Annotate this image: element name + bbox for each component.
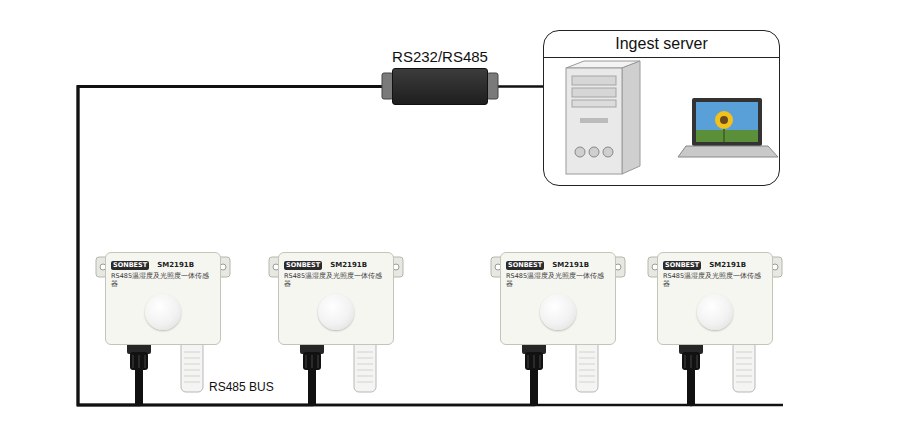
product-name: RS485温湿度及光照度一体传感器 — [284, 272, 388, 288]
product-name: RS485温湿度及光照度一体传感器 — [663, 272, 767, 288]
server-panel: Ingest server — [543, 30, 780, 186]
light-dome — [697, 294, 733, 330]
bus-label: RS485 BUS — [207, 380, 276, 394]
model-number: SM2191B — [330, 261, 367, 270]
label-strip: SONBEST SM2191B RS485温湿度及光照度一体传感器 — [279, 253, 393, 288]
bus-tail — [690, 404, 783, 407]
label-strip: SONBEST SM2191B RS485温湿度及光照度一体传感器 — [658, 253, 772, 288]
device-label: RS232/RS485 — [392, 48, 488, 65]
brand-logo: SONBEST — [111, 261, 149, 270]
product-name: RS485温湿度及光照度一体传感器 — [111, 272, 215, 288]
model-number: SM2191B — [552, 261, 589, 270]
bus-wire — [78, 87, 534, 406]
sensor-box: SONBEST SM2191B RS485温湿度及光照度一体传感器 — [105, 252, 221, 345]
bus-wire — [78, 87, 392, 406]
label-strip: SONBEST SM2191B RS485温湿度及光照度一体传感器 — [501, 253, 615, 288]
label-strip: SONBEST SM2191B RS485温湿度及光照度一体传感器 — [106, 253, 220, 288]
brand-logo: SONBEST — [284, 261, 322, 270]
bus-wire — [78, 87, 392, 406]
light-dome — [145, 294, 181, 330]
label-row: SONBEST SM2191B — [284, 257, 388, 270]
brand-logo: SONBEST — [506, 261, 544, 270]
model-number: SM2191B — [709, 261, 746, 270]
brand-logo: SONBEST — [663, 261, 701, 270]
product-name: RS485温湿度及光照度一体传感器 — [506, 272, 610, 288]
converter-box: RS232/RS485 — [392, 68, 488, 105]
light-dome — [540, 294, 576, 330]
label-row: SONBEST SM2191B — [111, 257, 215, 270]
pc-tower — [566, 61, 640, 174]
sensor-box: SONBEST SM2191B RS485温湿度及光照度一体传感器 — [278, 252, 394, 345]
label-row: SONBEST SM2191B — [663, 257, 767, 270]
sensor-box: SONBEST SM2191B RS485温湿度及光照度一体传感器 — [500, 252, 616, 345]
light-dome — [318, 294, 354, 330]
db9-plug — [487, 73, 498, 99]
model-number: SM2191B — [157, 261, 194, 270]
laptop — [678, 98, 778, 157]
label-row: SONBEST SM2191B — [506, 257, 610, 270]
panel-title: Ingest server — [544, 31, 779, 58]
sensor-box: SONBEST SM2191B RS485温湿度及光照度一体传感器 — [657, 252, 773, 345]
